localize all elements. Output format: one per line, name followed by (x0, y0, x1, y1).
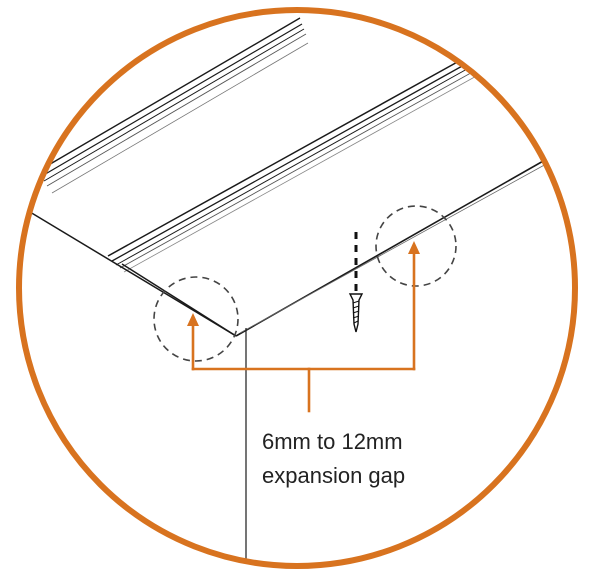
middle-board-grooves (107, 54, 481, 273)
right-arrow-head (408, 241, 420, 254)
screw-icon (348, 232, 364, 333)
left-arrow-head (187, 313, 199, 326)
label-backdrop (255, 418, 415, 494)
callout-line-2: expansion gap (262, 463, 405, 488)
upper-board-grooves (39, 17, 309, 194)
board-edges (29, 159, 549, 566)
right-gap-highlight-circle (375, 205, 457, 287)
orange-frame-ring (16, 7, 578, 569)
callout-leaders (191, 250, 416, 413)
left-gap-highlight-circle (153, 276, 239, 362)
drawing-content: 6mm to 12mm expansion gap (29, 17, 549, 566)
callout-line-1: 6mm to 12mm (262, 429, 403, 454)
